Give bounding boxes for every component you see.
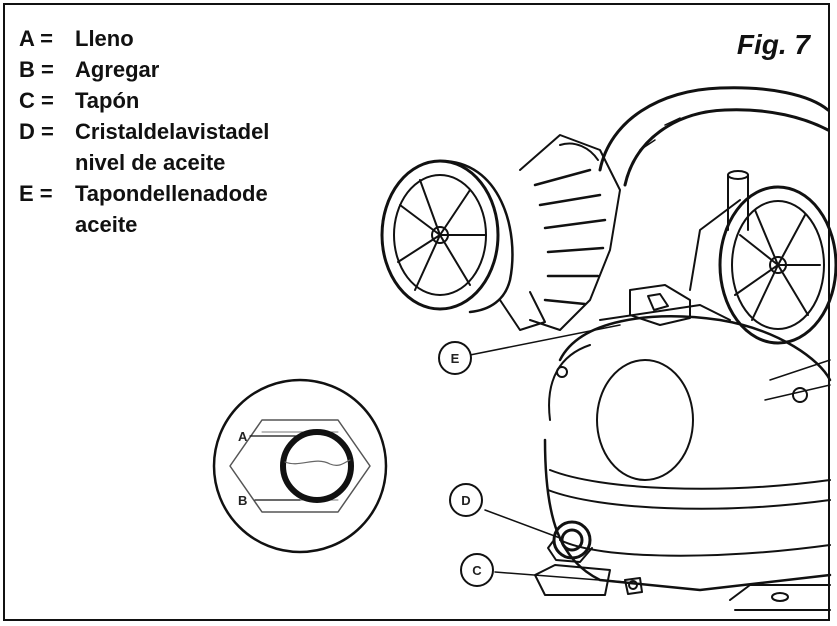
legend-key: A = [19, 26, 54, 51]
right-air-filter [689, 185, 837, 345]
legend-text: Tapón [75, 88, 140, 113]
legend: A = Lleno B = Agregar C = Tapón D = Cris… [19, 23, 269, 240]
oil-sight-glass [547, 520, 593, 563]
legend-key: E = [19, 181, 53, 206]
legend-key: D = [19, 119, 54, 144]
callout-d: D [449, 483, 483, 517]
legend-item-d: D = Cristaldelavistadel [19, 116, 269, 147]
oil-drain-plug [534, 564, 643, 596]
legend-item-c: C = Tapón [19, 85, 269, 116]
legend-key: B = [19, 57, 54, 82]
legend-item-a: A = Lleno [19, 23, 269, 54]
legend-text: Cristaldelavistadel [75, 119, 270, 144]
legend-text-continued: nivel de aceite [75, 150, 226, 175]
figure-label: Fig. 7 [736, 29, 810, 60]
legend-key: C = [19, 88, 54, 113]
leader-line-d [484, 509, 561, 539]
left-air-filter [380, 159, 546, 331]
inset-label-b: B [238, 493, 247, 508]
callout-e-label: E [451, 351, 460, 366]
legend-text: Agregar [75, 57, 160, 82]
sight-glass-detail-inset [212, 378, 388, 554]
transfer-tube [598, 86, 830, 187]
breather-pipe-top [727, 170, 749, 180]
base-feet [729, 584, 831, 611]
legend-item-b: B = Agregar [19, 54, 269, 85]
callout-d-label: D [461, 493, 470, 508]
leader-line-c [494, 571, 626, 583]
legend-text: Lleno [75, 26, 134, 51]
callout-c: C [460, 553, 494, 587]
callout-e: E [438, 341, 472, 375]
legend-item-e: E = Tapondellenadode [19, 178, 269, 209]
breather-pipe [727, 174, 749, 231]
callout-c-label: C [472, 563, 482, 578]
diagram-frame: A = Lleno B = Agregar C = Tapón D = Cris… [3, 3, 830, 621]
legend-text-continued: aceite [75, 212, 138, 237]
legend-text: Tapondellenadode [75, 181, 268, 206]
inset-label-a: A [238, 429, 248, 444]
leader-line-e [469, 324, 621, 356]
cylinder-head [519, 134, 621, 331]
